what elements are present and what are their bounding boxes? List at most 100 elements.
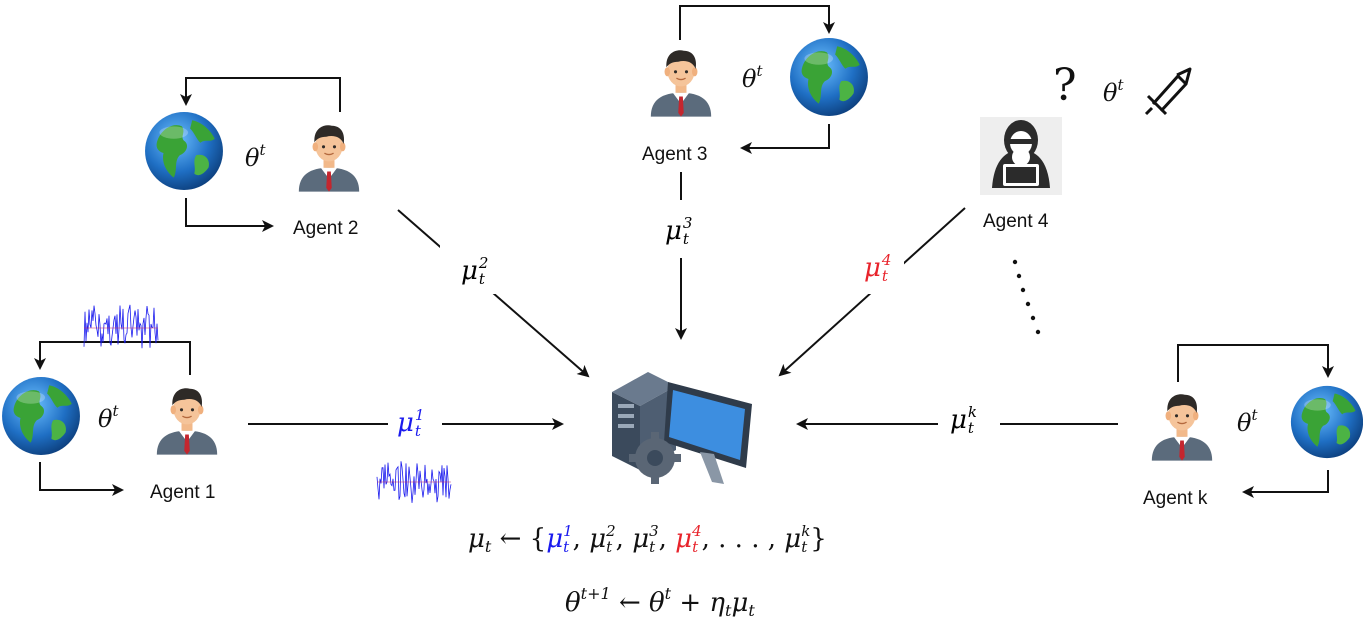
- theta-label: θt: [245, 141, 266, 172]
- server-computer-icon: [612, 372, 752, 484]
- eq-mu-3: μ: [632, 523, 650, 554]
- theta-superscript: t: [1251, 406, 1258, 424]
- agent-person-icon: [1151, 393, 1213, 462]
- eq-sub: t: [484, 536, 492, 556]
- theta-symbol: θ: [1103, 79, 1118, 107]
- agent-4-label: Agent 4: [983, 211, 1049, 232]
- eq-sub: t: [606, 537, 613, 556]
- mu-sub: t: [967, 418, 974, 437]
- eq-sup: 4: [692, 522, 702, 540]
- eq-mu-k: μ: [784, 523, 802, 554]
- eq-mu-1: μ: [546, 523, 564, 554]
- eq-mu-2: μ: [589, 523, 607, 554]
- eq-theta: θ: [565, 588, 581, 618]
- eq-arrow: ←: [618, 588, 641, 618]
- sword-icon: [1144, 67, 1192, 116]
- eq-sub: t: [725, 601, 732, 620]
- eq-comma: ,: [615, 523, 624, 554]
- eq-sup: k: [801, 522, 811, 540]
- agent-2-label: Agent 2: [293, 218, 359, 239]
- unknown-question-mark: ?: [1053, 60, 1077, 111]
- local-loop-arrow: [180, 77, 341, 112]
- agent-person-icon: [298, 124, 360, 193]
- theta-superscript: t: [1117, 76, 1124, 94]
- theta-symbol: θ: [98, 405, 113, 433]
- eq-sup: t+1: [580, 584, 611, 603]
- local-loop-arrow: [1242, 470, 1329, 498]
- local-loop-arrow: [34, 341, 191, 375]
- agent-2-cluster: [145, 77, 360, 232]
- eq-mu-4: μ: [675, 523, 693, 554]
- mu-symbol: μ: [665, 215, 682, 246]
- eq-sup: 1: [563, 522, 573, 540]
- mu-sup: 2: [478, 254, 489, 272]
- eq-ellipsis: , . . . ,: [701, 523, 777, 554]
- eq-mu: μ: [468, 523, 485, 554]
- theta-symbol: θ: [1237, 409, 1252, 437]
- theta-superscript: t: [259, 141, 266, 159]
- eq-theta: θ: [649, 588, 665, 618]
- theta-label: θt: [1237, 406, 1258, 437]
- theta-label: θt: [742, 62, 763, 93]
- agent-k-cluster: [1151, 344, 1363, 498]
- eq-sup: t: [664, 584, 672, 603]
- mu-symbol: μ: [864, 252, 881, 283]
- local-loop-arrow: [740, 124, 830, 154]
- local-loop-arrow: [39, 462, 124, 496]
- agent-k-label: Agent k: [1143, 488, 1208, 509]
- eq-brace: {: [529, 523, 547, 554]
- agent-3-label: Agent 3: [642, 144, 708, 165]
- theta-superscript: t: [756, 62, 763, 80]
- mu-symbol: μ: [397, 407, 414, 438]
- mu-sup: k: [967, 403, 977, 421]
- mu-sub: t: [478, 269, 485, 288]
- eq-sup: 2: [606, 522, 616, 540]
- eq-comma: ,: [658, 523, 667, 554]
- theta-superscript: t: [112, 402, 119, 420]
- theta-label: θt: [98, 402, 119, 433]
- eq-sup: 3: [649, 522, 659, 540]
- mu-symbol: μ: [950, 404, 967, 435]
- local-loop-arrow: [679, 5, 835, 40]
- eq-eta: η: [709, 588, 725, 618]
- eq-sub: t: [748, 601, 755, 620]
- more-agents-dots: [1012, 259, 1041, 335]
- mu-sup: 4: [881, 251, 892, 269]
- eq-comma: ,: [572, 523, 581, 554]
- mu-sub: t: [881, 266, 888, 285]
- eq-plus: +: [679, 588, 702, 618]
- noise-signal-icon: [376, 461, 452, 503]
- globe-icon: [2, 377, 80, 455]
- theta-label: θt: [1103, 76, 1124, 107]
- globe-icon: [1290, 385, 1363, 459]
- noise-signal-icon: [83, 304, 159, 349]
- agent-3-cluster: [650, 5, 868, 154]
- eq-mu: μ: [731, 588, 749, 618]
- hacker-icon: [980, 117, 1062, 195]
- agent-person-icon: [156, 387, 218, 456]
- eq-brace: }: [810, 523, 827, 554]
- eq-sub: t: [692, 537, 699, 556]
- mu-sub: t: [682, 229, 689, 248]
- globe-icon: [790, 38, 868, 116]
- agent-1-cluster: [2, 304, 218, 496]
- update-equation: θt+1 ← θt + ηtμt: [565, 586, 755, 619]
- theta-symbol: θ: [742, 65, 757, 93]
- eq-sub: t: [649, 537, 656, 556]
- local-loop-arrow: [185, 198, 274, 232]
- theta-symbol: θ: [245, 144, 260, 172]
- mu-sup: 3: [682, 214, 693, 232]
- agent-1-label: Agent 1: [150, 482, 216, 503]
- eq-sub: t: [563, 537, 570, 556]
- mu-symbol: μ: [461, 255, 478, 286]
- eq-arrow: ←: [499, 523, 522, 554]
- globe-icon: [145, 112, 223, 190]
